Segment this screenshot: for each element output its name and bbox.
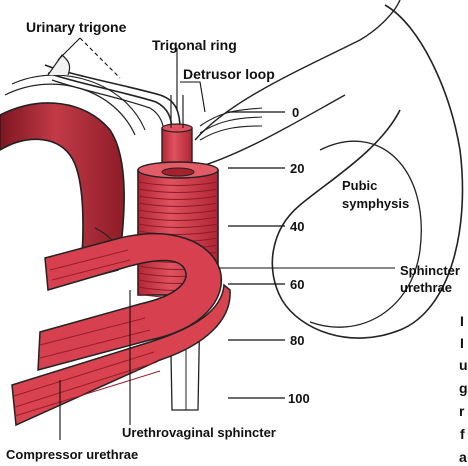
depth-0: 0 [292,105,299,120]
label-pubic-symphysis-2: symphysis [342,196,409,211]
label-vagina: Vagina [20,195,63,210]
bladder-wall [195,0,400,165]
side-letter: u [459,357,468,373]
depth-40: 40 [290,219,304,234]
side-letter: a [459,449,467,465]
side-letter: I [460,335,464,351]
label-urethrovaginal-sphincter: Urethrovaginal sphincter [122,425,276,440]
depth-60: 60 [290,277,304,292]
depth-20: 20 [290,161,304,176]
label-urinary-trigone: Urinary trigone [26,19,127,35]
side-letter: r [459,403,465,419]
label-sphincter-urethrae-1: Sphincter [400,263,460,278]
label-pubic-symphysis-1: Pubic [342,178,377,193]
side-letter: I [460,313,464,329]
side-letter: g [459,380,468,396]
side-letter: f [460,426,465,442]
label-trigonal-ring: Trigonal ring [152,37,237,53]
depth-80: 80 [290,333,304,348]
label-detrusor-loop: Detrusor loop [183,66,275,82]
label-compressor-urethrae: Compressor urethrae [6,447,138,462]
cropped-side-text: I I u g r f a [459,313,468,465]
depth-100: 100 [288,391,310,406]
label-sphincter-urethrae-2: urethrae [400,280,452,295]
